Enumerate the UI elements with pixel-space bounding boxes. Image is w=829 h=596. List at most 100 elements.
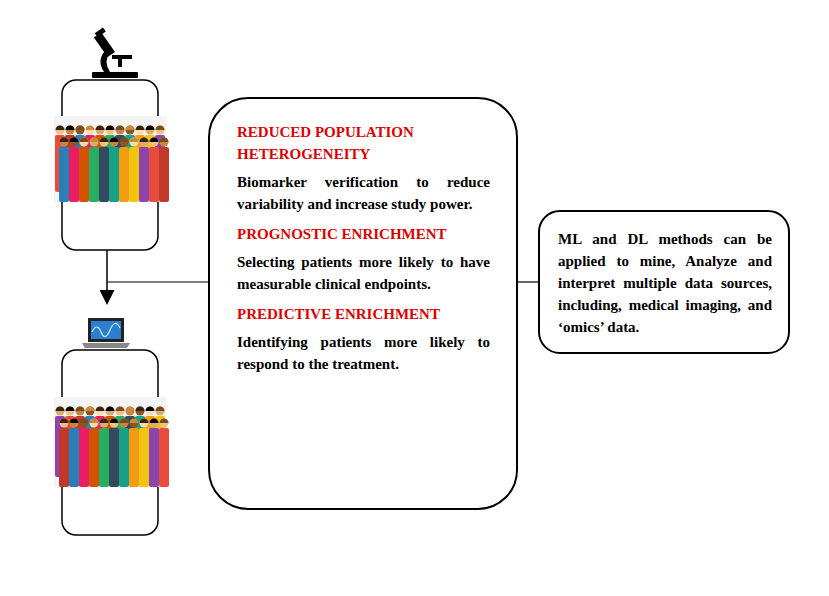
person-hair [66,126,75,131]
person-hair [126,126,135,131]
microscope-objective [118,59,122,67]
person-body [119,147,129,202]
person-hair [116,407,125,412]
person-head [136,407,145,416]
person-head [70,419,79,428]
person-body [119,428,129,487]
person-hair [60,138,69,143]
person-head [76,407,85,416]
person-head [120,138,129,147]
person-body [89,428,99,487]
person-body [59,428,69,487]
person-hair [136,126,145,131]
person-body [79,147,89,202]
person-head [66,407,75,416]
body-text: ML and DL methods can be applied to mine… [558,228,772,338]
laptop-wave [92,323,120,336]
person-hair [120,138,129,143]
person-head [156,126,165,135]
person-body [59,147,69,202]
person-head [100,419,109,428]
person-hair [116,126,125,131]
person-body [149,147,159,202]
person-hair [96,407,105,412]
person-head [116,407,125,416]
junction-line [107,281,209,282]
laptop-screen [91,321,121,339]
person-head [120,419,129,428]
section-heading: PREDICTIVE ENRICHMENT [237,303,490,325]
crowd-picture [55,407,169,488]
person-hair [150,419,159,424]
person-body [159,428,169,487]
crowd-picture-frame [54,116,166,202]
person-hair [156,126,165,131]
person-head [126,126,135,135]
person-head [156,407,165,416]
person-hair [80,138,89,143]
person-head [66,126,75,135]
microscope-eyepiece [95,27,106,37]
person-head [60,138,69,147]
person-hair [60,419,69,424]
person-head [106,407,115,416]
person-hair [80,419,89,424]
person-head [150,138,159,147]
person-hair [146,407,155,412]
laptop-base [82,343,130,348]
person-hair [76,407,85,412]
person-head [126,407,135,416]
person-body [129,147,139,202]
person-hair [106,407,115,412]
person-head [80,138,89,147]
person-head [110,419,119,428]
person-body [99,428,109,487]
person-head [146,126,155,135]
person-head [160,419,169,428]
person-hair [90,419,99,424]
person-body [89,147,99,202]
person-head [160,138,169,147]
body-text: Selecting patients more likely to have m… [237,251,490,295]
person-body [79,428,89,487]
person-body [129,428,139,487]
person-head [80,419,89,428]
person-head [86,407,95,416]
person-head [96,407,105,416]
body-text: Identifying patients more likely to resp… [237,331,490,375]
person-hair [100,138,109,143]
person-hair [146,126,155,131]
enrichment-box: REDUCED POPULATION HETEROGENEITYBiomarke… [208,97,518,510]
person-hair [76,126,85,131]
person-body [109,428,119,487]
person-head [150,419,159,428]
microscope-stage [112,55,132,59]
person-head [136,126,145,135]
laptop-bezel [88,318,124,342]
person-hair [70,138,79,143]
person-head [130,419,139,428]
person-hair [136,407,145,412]
person-head [86,126,95,135]
crowd-picture-frame [54,397,166,487]
sample-box [62,350,158,535]
person-body [69,147,79,202]
section-heading: REDUCED POPULATION HETEROGENEITY [237,121,490,165]
person-body [139,428,149,487]
person-hair [66,407,75,412]
person-hair [140,138,149,143]
person-head [56,126,65,135]
connector-line [518,281,538,282]
person-head [76,126,85,135]
sample-box [62,80,158,250]
person-head [146,407,155,416]
person-head [110,138,119,147]
person-hair [110,419,119,424]
microscope-base [92,72,138,78]
person-head [90,138,99,147]
method-box: ML and DL methods can be applied to mine… [538,210,790,354]
person-hair [56,407,65,412]
section-heading: PROGNOSTIC ENRICHMENT [237,223,490,245]
person-head [60,419,69,428]
